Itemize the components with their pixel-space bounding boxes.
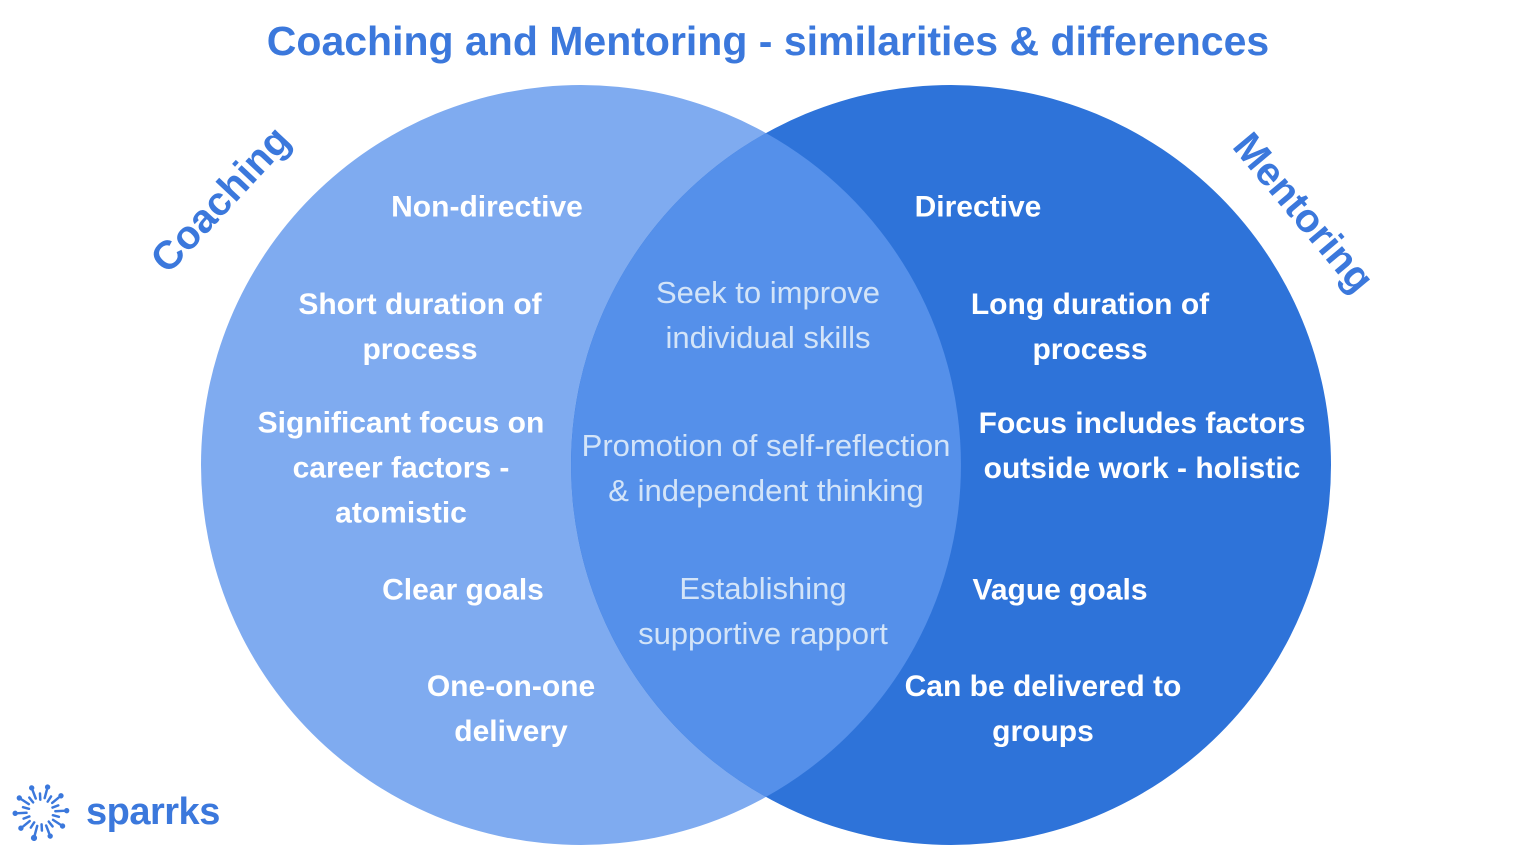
coaching-item-one-on-one: One-on-one delivery bbox=[426, 670, 596, 748]
mentoring-item-holistic-focus: Focus includes factors outside work - ho… bbox=[978, 407, 1306, 485]
coaching-item-clear-goals: Clear goals bbox=[382, 573, 544, 607]
shared-item-self-reflection: Promotion of self-reflection & independe… bbox=[581, 428, 951, 508]
spark-burst-icon bbox=[12, 784, 70, 841]
mentoring-item-vague-goals: Vague goals bbox=[972, 573, 1148, 607]
mentoring-item-directive: Directive bbox=[914, 190, 1042, 224]
mentoring-item-long-duration: Long duration of process bbox=[970, 288, 1210, 366]
coaching-item-non-directive: Non-directive bbox=[391, 190, 583, 224]
coaching-item-career-focus: Significant focus on career factors - at… bbox=[257, 406, 545, 530]
sparrks-logo: sparrks bbox=[10, 778, 220, 846]
page-title: Coaching and Mentoring - similarities & … bbox=[266, 18, 1270, 64]
coaching-item-short-duration: Short duration of process bbox=[298, 288, 542, 366]
sparrks-logo-text: sparrks bbox=[86, 790, 220, 833]
shared-item-supportive-rapport: Establishing supportive rapport bbox=[638, 571, 888, 651]
mentoring-item-groups: Can be delivered to groups bbox=[904, 670, 1182, 748]
shared-item-improve-skills: Seek to improve individual skills bbox=[656, 275, 880, 355]
overlap-lens bbox=[571, 133, 961, 797]
